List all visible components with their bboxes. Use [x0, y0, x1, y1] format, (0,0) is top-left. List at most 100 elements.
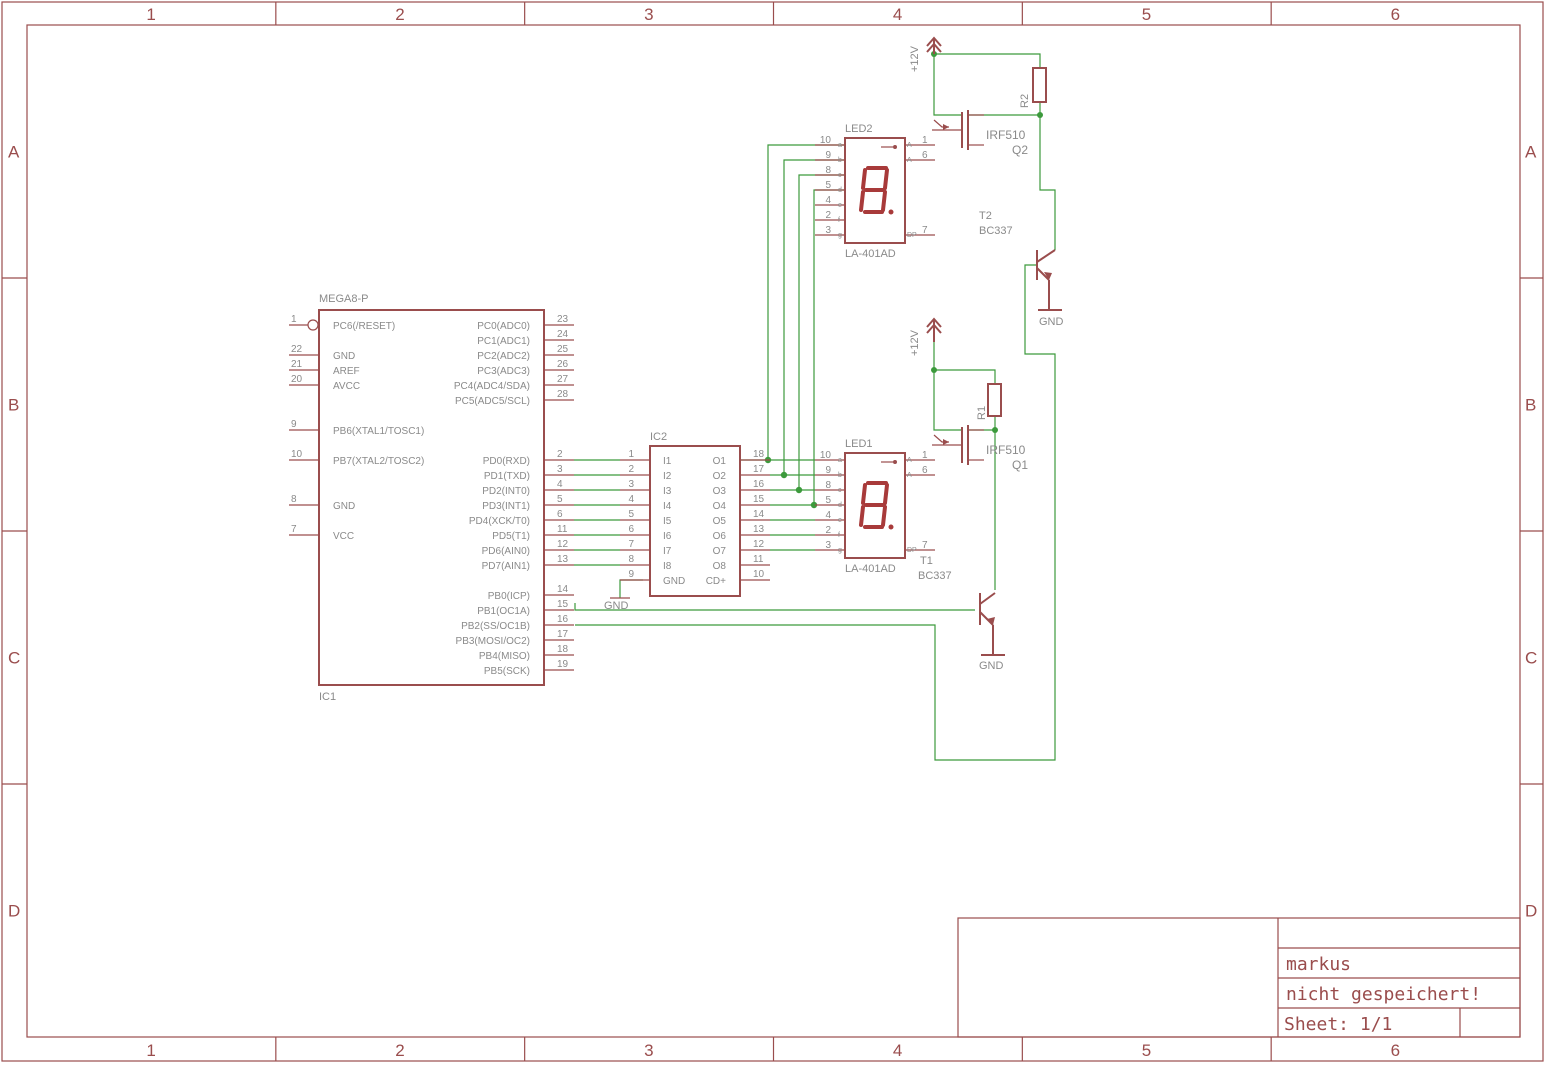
led-pin-number: 7: [922, 540, 928, 551]
ic1-pin-number: 19: [557, 659, 569, 670]
led-pin-number: 8: [825, 480, 831, 491]
ic1-pin-name: PC3(ADC3): [477, 366, 530, 377]
t1-name: T1: [920, 555, 933, 567]
led-pin-seg: a: [838, 457, 842, 464]
ic1-pin-name: VCC: [333, 531, 354, 542]
led-pin-number: 1: [922, 450, 928, 461]
supply-top-label: +12V: [909, 45, 921, 72]
frame-col-label: 6: [1391, 5, 1400, 24]
frame-col-label: 3: [644, 1041, 653, 1060]
ic2-pin-name: I3: [663, 486, 672, 497]
ic2-pin-number: 11: [753, 554, 764, 565]
ic2-pin-number: 1: [628, 449, 634, 460]
ic1-pin-number: 12: [557, 539, 569, 550]
led-pin-number: 9: [825, 150, 831, 161]
ic1-pin-name: PD2(INT0): [482, 486, 530, 497]
ic1-pin-name: PC2(ADC2): [477, 351, 530, 362]
led-pin-seg: A: [907, 142, 912, 149]
ic2-pin-number: 4: [628, 494, 634, 505]
ic2-pin-name: I8: [663, 561, 672, 572]
ic1-pin-name: PC5(ADC5/SCL): [455, 396, 530, 407]
r2-resistor: R2: [1019, 67, 1047, 108]
led-pin-number: 8: [825, 165, 831, 176]
ic1-pin-number: 28: [557, 389, 569, 400]
ic2-gnd-label: GND: [604, 600, 629, 612]
led-pin-number: 7: [922, 225, 928, 236]
frame-col-label: 2: [395, 5, 404, 24]
ic1-pin-number: 23: [557, 314, 569, 325]
frame-row-label: D: [1525, 902, 1537, 921]
ic1-pin-number: 3: [557, 464, 563, 475]
led-pin-number: 6: [922, 150, 928, 161]
supply-12v-bottom: +12V: [909, 317, 942, 356]
led-pin-seg: d: [838, 187, 842, 194]
ic1-pin-number: 8: [291, 494, 297, 505]
ic2-pin-name: O8: [713, 561, 727, 572]
ic1-pin-name: PC6(/RESET): [333, 321, 395, 332]
led-pin-seg: e: [838, 202, 842, 209]
ic2-pin-number: 9: [628, 569, 634, 580]
ic1-pin-name: PD6(AIN0): [482, 546, 530, 557]
t2-gnd-label: GND: [1039, 316, 1064, 328]
frame-row-label: D: [8, 902, 20, 921]
ic2-pin-number: 17: [753, 464, 765, 475]
led-pin-number: 2: [825, 210, 831, 221]
led-pin-number: 10: [820, 450, 832, 461]
ic1-pin-name: PB5(SCK): [484, 666, 530, 677]
supply-bottom-label: +12V: [909, 329, 921, 356]
ic1-pin-name: PD1(TXD): [484, 471, 530, 482]
r2-name: R2: [1019, 94, 1031, 108]
led-pin-seg: DP: [907, 232, 917, 239]
wires: [574, 51, 1056, 761]
ic2-pin-number: 16: [753, 479, 765, 490]
ic1-pin-name: AREF: [333, 366, 360, 377]
ic2-pin-number: 15: [753, 494, 765, 505]
ic2-pin-name: I5: [663, 516, 672, 527]
ic1-pin-number: 7: [291, 524, 297, 535]
ic1-pin-name: PC1(ADC1): [477, 336, 530, 347]
ic1-pin-name: PB2(SS/OC1B): [461, 621, 530, 632]
led-pin-number: 4: [825, 510, 831, 521]
ic1-pin-name: PD3(INT1): [482, 501, 530, 512]
led2-value: LA-401AD: [845, 248, 896, 260]
ic1-value: MEGA8-P: [319, 293, 369, 305]
ic1-pin-number: 10: [291, 449, 303, 460]
ic2-pin-number: 13: [753, 524, 765, 535]
ic2-pin-number: 6: [628, 524, 634, 535]
led-pin-number: 1: [922, 135, 928, 146]
ic2-pin-name: O2: [713, 471, 727, 482]
ic2-pin-name: CD+: [706, 576, 726, 587]
ic2-pin-number: 14: [753, 509, 765, 520]
led-pin-number: 9: [825, 465, 831, 476]
ic1-pin-number: 26: [557, 359, 569, 370]
led-pin-seg: c: [838, 172, 842, 179]
ic1-pin-number: 15: [557, 599, 569, 610]
ic1-pin-number: 5: [557, 494, 563, 505]
ic2-pin-number: 18: [753, 449, 765, 460]
q2-type: IRF510: [986, 128, 1026, 142]
ic1-pin-name: PD5(T1): [492, 531, 530, 542]
ic1-pin-number: 22: [291, 344, 303, 355]
frame-col-label: 3: [644, 5, 653, 24]
led-pin-seg: a: [838, 142, 842, 149]
ic1-pin-name: PB3(MOSI/OC2): [456, 636, 530, 647]
ic1-pin-name: PB7(XTAL2/TOSC2): [333, 456, 424, 467]
frame-col-label: 5: [1142, 1041, 1151, 1060]
ic2-pin-number: 3: [628, 479, 634, 490]
ic1-pin-number: 25: [557, 344, 569, 355]
ic1-pin-name: PD4(XCK/T0): [469, 516, 530, 527]
ic1-pin-number: 9: [291, 419, 297, 430]
ic1-pin-number: 20: [291, 374, 303, 385]
supply-12v-top: +12V: [909, 36, 942, 72]
ic2-pin-name: O7: [713, 546, 727, 557]
led-pin-number: 3: [825, 225, 831, 236]
ic1-pin-number: 21: [291, 359, 303, 370]
frame-row-label: C: [1525, 649, 1537, 668]
ic2-pin-number: 10: [753, 569, 765, 580]
frame-col-label: 4: [893, 5, 902, 24]
led-pin-number: 10: [820, 135, 832, 146]
ic2-pin-number: 2: [628, 464, 634, 475]
